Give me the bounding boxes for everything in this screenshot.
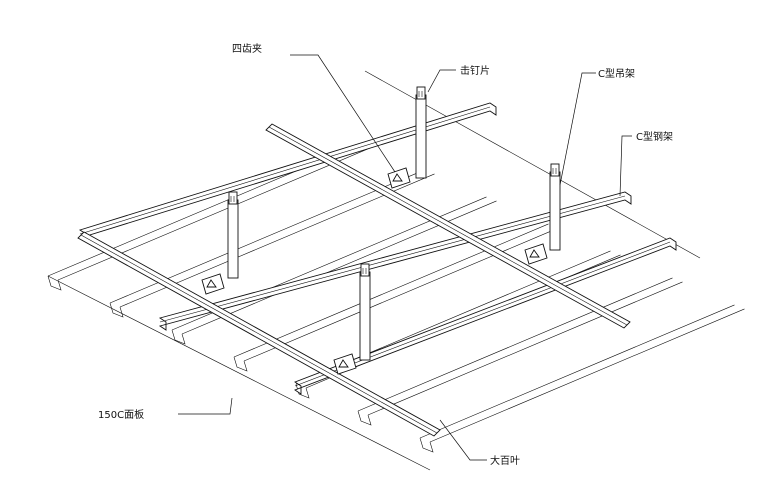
panel-rib-profile [47, 275, 62, 291]
panel-rib-profile [233, 356, 248, 372]
leader-c-hanger [559, 72, 596, 186]
nail-plate [416, 86, 426, 100]
panel-back-edge [364, 70, 701, 259]
hanger-rod [415, 94, 427, 179]
panel-rib-profile [171, 329, 186, 345]
label-four-tooth-clip: 四齿夹 [232, 42, 262, 55]
panel-joint-line [357, 277, 673, 412]
panel-joint-line [57, 146, 373, 281]
label-c-hanger: C型吊架 [598, 67, 635, 80]
nail-plate [550, 163, 560, 177]
cross-tee-line [268, 126, 628, 326]
leader-four-tooth-clip [290, 54, 396, 173]
clip-body [201, 273, 225, 295]
clip-triangle-mark [529, 249, 540, 258]
c-keel-flange-line [294, 241, 671, 387]
clip-triangle-mark [206, 279, 217, 288]
panel-joint-line [429, 308, 745, 443]
c-keel-carriers [77, 102, 677, 437]
c-keel-flange-line [159, 195, 626, 323]
nail-plate [360, 263, 370, 277]
hanger-rod [549, 171, 561, 251]
hanger-rod [359, 271, 371, 361]
c-keel-channel [294, 237, 677, 395]
label-panel: 150C面板 [98, 408, 144, 421]
clip-body [387, 167, 411, 189]
panel-joint-line [243, 227, 559, 362]
c-hangers [227, 86, 561, 361]
panel-joint-line [419, 304, 735, 439]
clip-triangle-mark [338, 359, 349, 368]
clip-body [333, 353, 357, 375]
leader-lines [178, 54, 632, 461]
leader-panel [178, 397, 233, 415]
leader-louver [439, 419, 487, 461]
panel-rib-profile [109, 302, 124, 318]
label-louver: 大百叶 [490, 454, 520, 467]
label-nail-plate: 击钉片 [460, 64, 490, 77]
hanger-rod [227, 199, 239, 279]
cross-tee-line [80, 234, 438, 434]
panel-joint-line [233, 223, 549, 358]
label-c-keel: C型钢架 [636, 130, 673, 143]
clip-triangle-mark [392, 173, 403, 182]
panel-front-edge [47, 275, 431, 471]
four-tooth-clips [201, 167, 548, 375]
panel-joint-line [367, 281, 683, 416]
leader-c-keel [619, 135, 632, 197]
leader-nail-plate [427, 69, 456, 93]
nail-plate [228, 191, 238, 205]
panel-rib-profile [419, 437, 434, 453]
panel-rib-profile [357, 410, 372, 426]
clip-body [524, 243, 548, 265]
